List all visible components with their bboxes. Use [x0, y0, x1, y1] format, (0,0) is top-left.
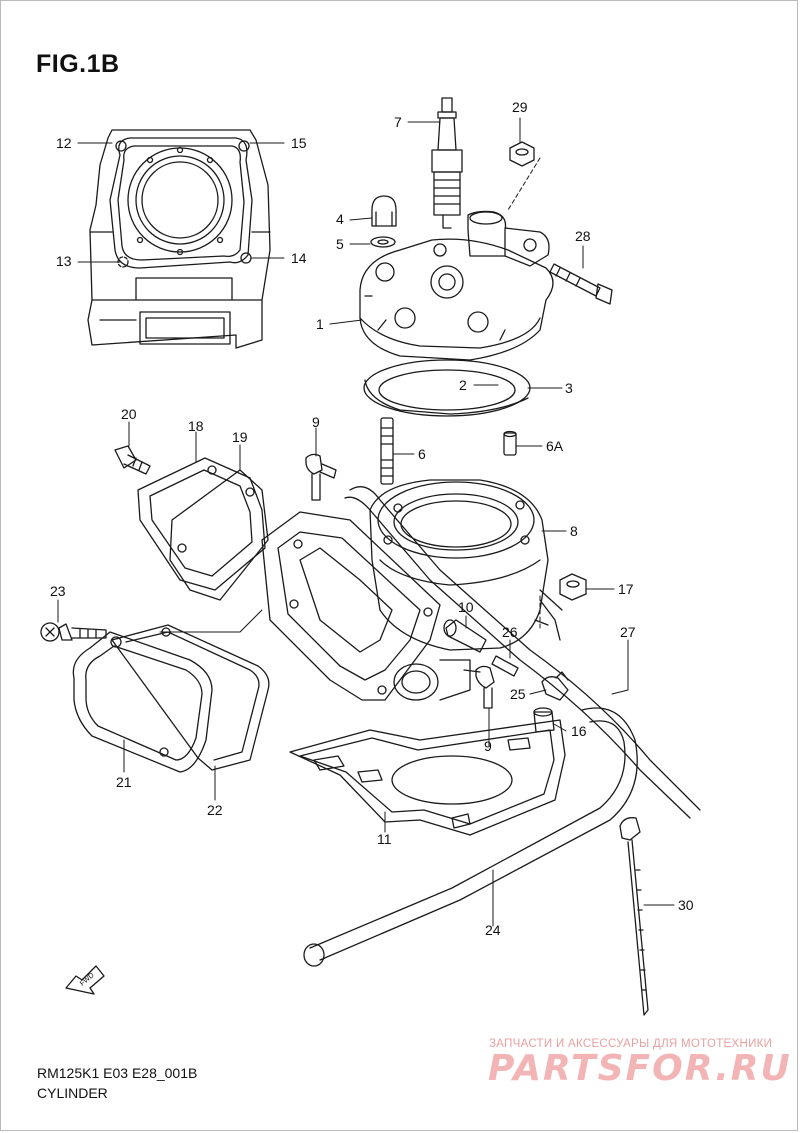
- watermark-logo: PARTSFOR.RU: [488, 1048, 792, 1089]
- callout-13: 13: [56, 253, 72, 269]
- callout-26: 26: [502, 624, 518, 640]
- elbow-fitting-9-upper: [305, 453, 337, 501]
- cylinder-top-view-inset: [87, 129, 271, 349]
- bolt-23: [40, 622, 107, 642]
- callout-24: 24: [485, 922, 501, 938]
- cylinder-head: [359, 210, 554, 361]
- callout-27: 27: [620, 624, 636, 640]
- cable-tie: [619, 817, 649, 1016]
- callout-3: 3: [565, 380, 573, 396]
- fitting-10: [443, 619, 487, 653]
- callout-18: 18: [188, 418, 204, 434]
- callout-4: 4: [336, 211, 344, 227]
- callout-12: 12: [56, 135, 72, 151]
- callout-22: 22: [207, 802, 223, 818]
- callout-7: 7: [394, 114, 402, 130]
- callout-9-lower: 9: [484, 738, 492, 754]
- intake-reed-block: [261, 511, 471, 701]
- cover-gasket-22: [111, 624, 270, 771]
- bolt-28: [549, 263, 613, 305]
- base-gasket: [289, 719, 566, 836]
- callout-9-upper: 9: [312, 414, 320, 430]
- callout-8: 8: [570, 523, 578, 539]
- figure-title: FIG.1B: [36, 50, 120, 78]
- watermark-tagline: ЗАПЧАСТИ И АКСЕССУАРЫ ДЛЯ МОТОТЕХНИКИ: [489, 1038, 773, 1050]
- callout-2: 2: [459, 377, 467, 393]
- callout-6a: 6A: [546, 438, 564, 454]
- callout-14: 14: [291, 250, 307, 266]
- dowel-pin: [503, 430, 517, 456]
- callout-20: 20: [121, 406, 137, 422]
- callout-5: 5: [336, 236, 344, 252]
- callout-6: 6: [418, 446, 426, 462]
- callout-11: 11: [377, 831, 392, 847]
- leader-lines: [57, 117, 675, 927]
- callout-1: 1: [316, 316, 324, 332]
- callout-23: 23: [50, 583, 66, 599]
- callout-15: 15: [291, 135, 307, 151]
- callout-10: 10: [458, 599, 474, 615]
- drawing-code: RM125K1 E03 E28_001B: [37, 1065, 198, 1081]
- callout-30: 30: [678, 897, 694, 913]
- callout-17: 17: [618, 581, 634, 597]
- forward-arrow-icon: FWD: [65, 965, 105, 995]
- drawing-caption: CYLINDER: [37, 1085, 108, 1101]
- cover-plate-21: [72, 631, 213, 773]
- screw-26: [491, 655, 519, 677]
- nut-17: [559, 573, 587, 601]
- callout-25: 25: [510, 686, 526, 702]
- hose-27: [344, 486, 701, 819]
- callout-19: 19: [232, 429, 248, 445]
- head-gasket-ring: [363, 359, 531, 417]
- collar-16: [533, 707, 555, 733]
- callout-16: 16: [571, 723, 587, 739]
- flange-nut-29: [509, 141, 535, 167]
- hose-24: [303, 707, 638, 967]
- reed-gasket-19: [169, 469, 269, 601]
- elbow-fitting-9-lower: [463, 665, 495, 709]
- reed-plate-18: [137, 457, 266, 591]
- spark-plug: [431, 97, 463, 229]
- callout-21: 21: [116, 774, 132, 790]
- callout-28: 28: [575, 228, 591, 244]
- washer: [370, 236, 396, 248]
- bolt-20: [114, 445, 151, 475]
- stud-bolt: [380, 417, 394, 485]
- cap-nut: [371, 195, 397, 227]
- callout-29: 29: [512, 99, 528, 115]
